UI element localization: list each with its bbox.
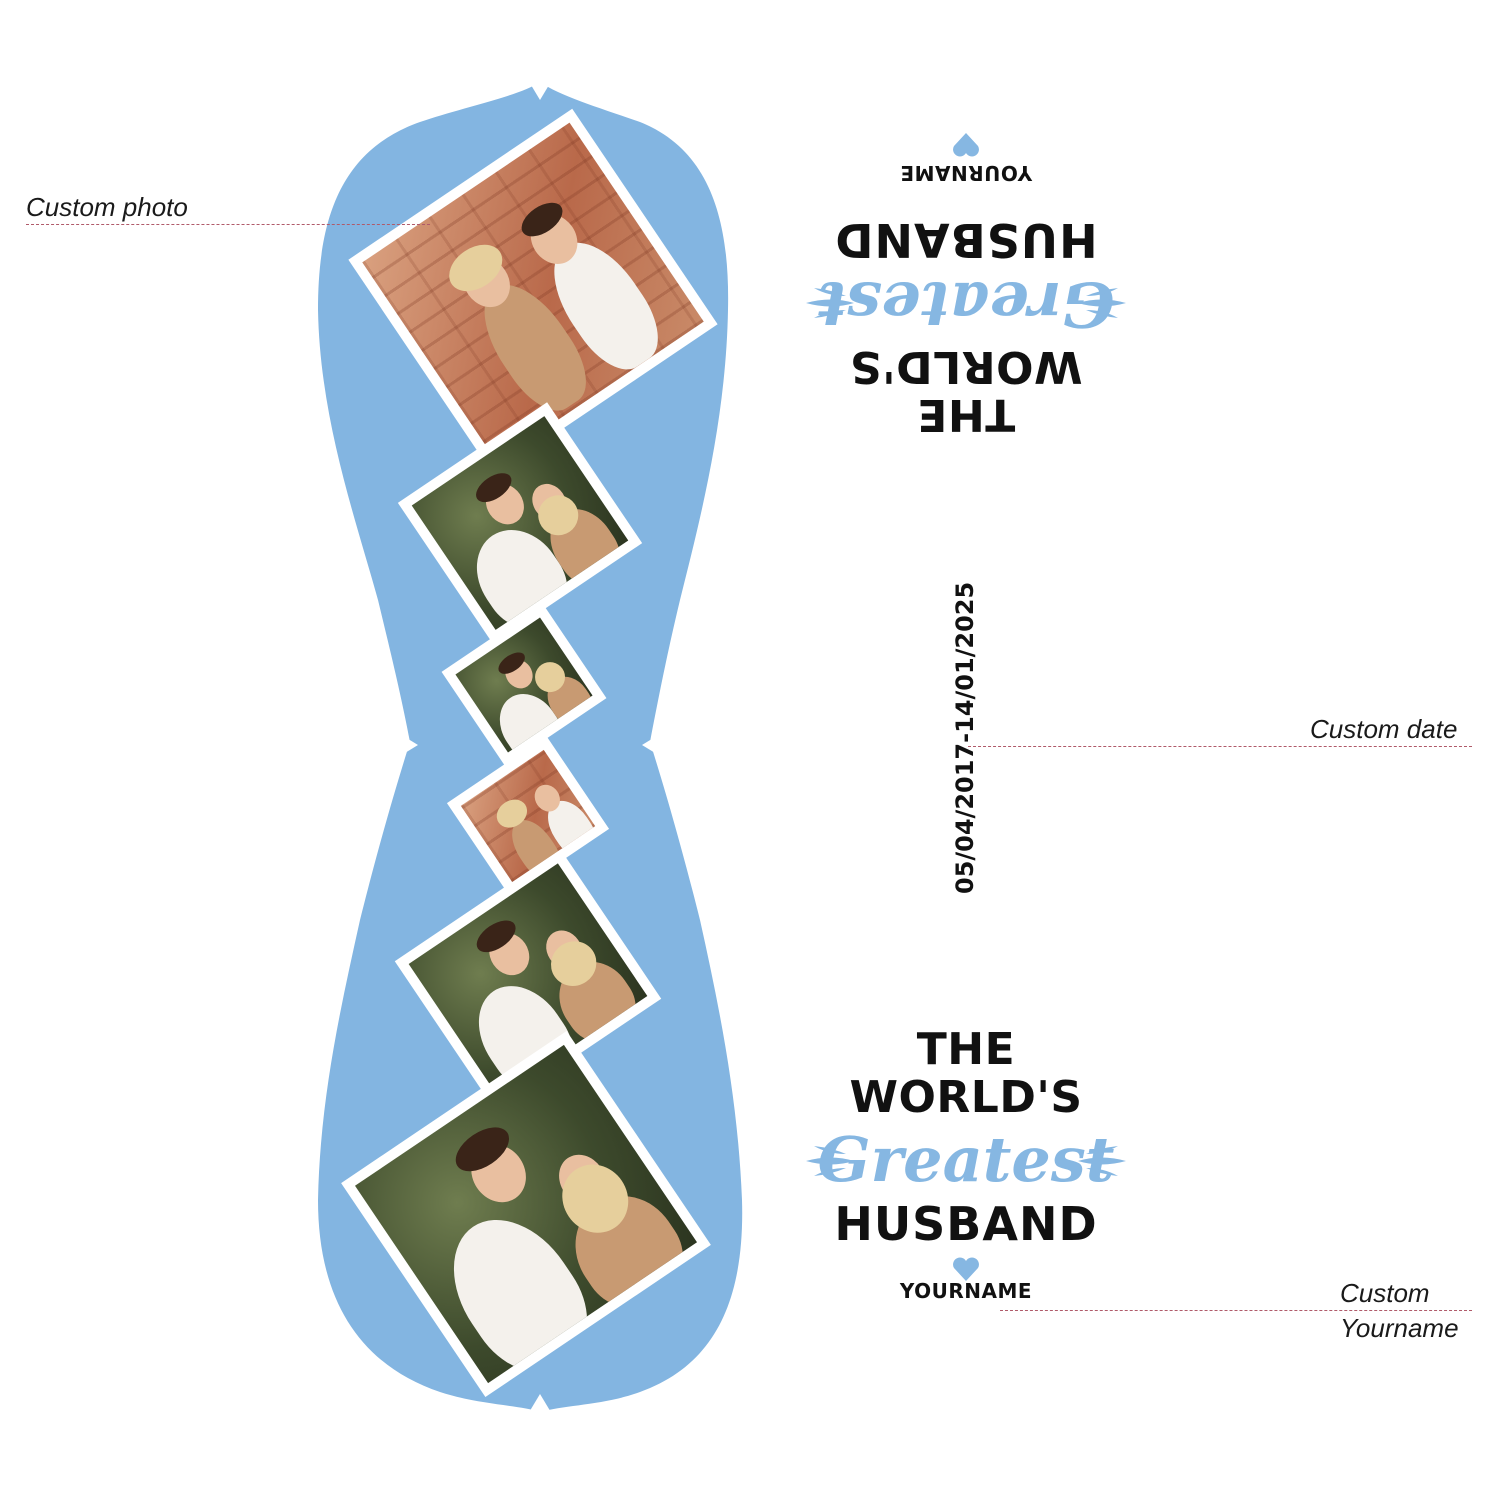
design-bottom-greatest: Greatest: [766, 1122, 1166, 1198]
splash-right-icon: [1078, 1146, 1126, 1176]
callout-custom-photo: Custom photo: [26, 192, 188, 222]
callout-photo-line: [26, 224, 430, 225]
callout-custom-yourname-1: Custom: [1340, 1278, 1430, 1308]
design-bottom: THE WORLD'S Greatest HUSBAND YOURNAME: [766, 1026, 1166, 1304]
callout-yourname-line: [1000, 1310, 1472, 1311]
splash-left-icon: [1078, 288, 1126, 318]
splash-right-icon: [806, 288, 854, 318]
design-top: THE WORLD'S Greatest HUSBAND YOURNAME: [766, 133, 1166, 440]
notch-bottom: [528, 1394, 552, 1414]
design-bottom-greatest-text: Greatest: [817, 1123, 1115, 1196]
notch-top: [528, 80, 552, 100]
heart-icon: [953, 133, 979, 157]
design-top-worlds: WORLD'S: [849, 341, 1083, 392]
design-bottom-the: THE: [916, 1024, 1016, 1075]
design-top-yourname: YOURNAME: [899, 161, 1033, 185]
callout-custom-yourname-2: Yourname: [1340, 1313, 1459, 1343]
heart-icon: [953, 1257, 979, 1281]
design-top-greatest: Greatest: [766, 266, 1166, 342]
callout-date-line: [968, 746, 1472, 747]
custom-date-text: 05/04/2017-14/01/2025: [951, 581, 979, 894]
design-bottom-husband: HUSBAND: [834, 1197, 1098, 1251]
design-bottom-worlds: WORLD'S: [849, 1072, 1083, 1123]
design-top-the: THE: [916, 389, 1016, 440]
notch-left: [400, 734, 418, 756]
callout-custom-date: Custom date: [1310, 714, 1458, 744]
design-top-husband: HUSBAND: [834, 213, 1098, 267]
splash-left-icon: [806, 1146, 854, 1176]
design-bottom-yourname: YOURNAME: [899, 1279, 1033, 1303]
notch-right: [642, 734, 660, 756]
